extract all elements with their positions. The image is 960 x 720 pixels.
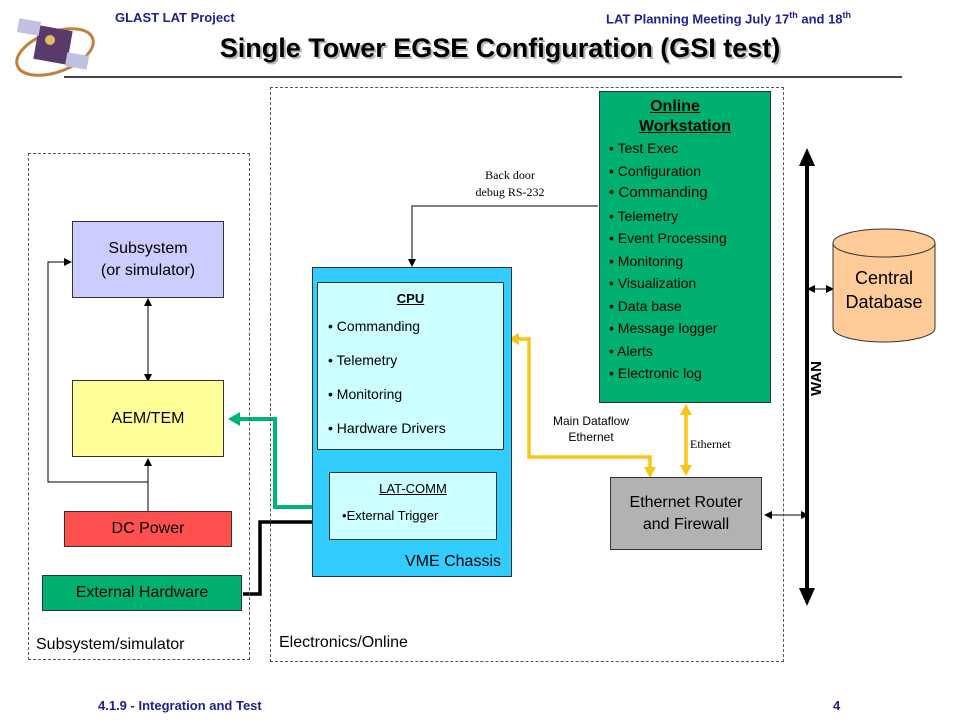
latcomm-item: •External Trigger bbox=[342, 508, 439, 523]
workstation-item: Message logger bbox=[609, 317, 770, 340]
workstation-item: Data base bbox=[609, 295, 770, 318]
meeting-header: LAT Planning Meeting July 17th and 18th bbox=[606, 10, 851, 26]
page-title: Single Tower EGSE Configuration (GSI tes… bbox=[219, 33, 781, 63]
cpu-item: Telemetry bbox=[328, 352, 503, 386]
latcomm-box: LAT-COMM •External Trigger bbox=[329, 472, 497, 540]
workstation-item: Test Exec bbox=[609, 137, 770, 160]
electronics-region-label: Electronics/Online bbox=[279, 634, 408, 651]
subsystem-box-line1: Subsystem bbox=[108, 239, 188, 257]
latcomm-title: LAT-COMM bbox=[379, 481, 447, 496]
cpu-box: CPU Commanding Telemetry Monitoring Hard… bbox=[317, 282, 504, 450]
wan-bus bbox=[799, 148, 815, 606]
aem-subsystem-loop bbox=[47, 258, 148, 483]
dc-power-aem-link bbox=[144, 458, 152, 511]
cpu-item: Hardware Drivers bbox=[328, 420, 503, 454]
cpu-list: Commanding Telemetry Monitoring Hardware… bbox=[328, 318, 503, 454]
latcomm-item-label: External Trigger bbox=[346, 508, 439, 523]
backdoor-label: Back door debug RS-232 bbox=[450, 167, 570, 201]
meeting-header-text: LAT Planning Meeting July 17 bbox=[606, 11, 790, 27]
backdoor-line2: debug RS-232 bbox=[475, 185, 545, 199]
dc-power-label: DC Power bbox=[111, 520, 185, 537]
subsystem-region bbox=[28, 153, 250, 660]
workstation-item: Visualization bbox=[609, 272, 770, 295]
workstation-title-line2: Workstation bbox=[638, 118, 732, 135]
aem-tem-box: AEM/TEM bbox=[72, 380, 224, 457]
ethernet-router-box: Ethernet Router and Firewall bbox=[610, 477, 762, 550]
glast-logo-icon bbox=[15, 18, 95, 77]
subsystem-box-line2: (or simulator) bbox=[100, 261, 196, 279]
dc-power-box: DC Power bbox=[64, 511, 232, 547]
workstation-item: Telemetry bbox=[609, 205, 770, 228]
cpu-title: CPU bbox=[396, 291, 425, 306]
wan-database-link bbox=[807, 285, 834, 293]
page-number: 4 bbox=[833, 698, 841, 713]
cpu-item: Commanding bbox=[328, 318, 503, 352]
project-header: GLAST LAT Project bbox=[115, 10, 235, 25]
title-rule bbox=[64, 76, 902, 78]
external-hardware-label: External Hardware bbox=[75, 584, 209, 601]
database-line1: Central bbox=[854, 268, 914, 288]
wan-label: WAN bbox=[808, 361, 825, 396]
footer-section: 4.1.9 - Integration and Test bbox=[98, 698, 262, 713]
central-database-shape bbox=[832, 228, 936, 343]
database-line2: Database bbox=[845, 292, 923, 312]
ethernet-label: Ethernet bbox=[690, 437, 731, 451]
ethernet-yellow-link bbox=[680, 404, 692, 476]
router-line1: Ethernet Router bbox=[629, 493, 743, 511]
backdoor-rs232-link bbox=[408, 205, 598, 267]
workstation-list: Test Exec Configuration Commanding Telem… bbox=[609, 137, 770, 385]
aem-tem-label: AEM/TEM bbox=[111, 409, 185, 427]
central-database-label: Central Database bbox=[833, 266, 935, 314]
online-workstation-box: Online Workstation Test Exec Configurati… bbox=[599, 91, 771, 403]
backdoor-line1: Back door bbox=[485, 168, 535, 182]
workstation-item: Event Processing bbox=[609, 227, 770, 250]
electronics-region bbox=[270, 87, 784, 662]
workstation-item: Alerts bbox=[609, 340, 770, 363]
subsystem-aem-link bbox=[144, 298, 152, 382]
main-dataflow-line2: Ethernet bbox=[568, 430, 614, 444]
main-dataflow-label: Main Dataflow Ethernet bbox=[532, 413, 650, 445]
meeting-header-mid: and 18 bbox=[797, 11, 843, 27]
router-line2: and Firewall bbox=[642, 515, 730, 533]
external-hardware-box: External Hardware bbox=[42, 575, 242, 611]
workstation-item: Commanding bbox=[609, 182, 770, 205]
workstation-item: Monitoring bbox=[609, 250, 770, 273]
workstation-item: Electronic log bbox=[609, 362, 770, 385]
workstation-item: Configuration bbox=[609, 160, 770, 183]
main-dataflow-yellow-link bbox=[508, 333, 656, 478]
workstation-title-line1: Online bbox=[650, 98, 700, 115]
cpu-item: Monitoring bbox=[328, 386, 503, 420]
meeting-header-sup2: th bbox=[842, 10, 852, 20]
vme-chassis-label: VME Chassis bbox=[404, 553, 501, 570]
subsystem-box: Subsystem (or simulator) bbox=[72, 221, 224, 298]
subsystem-region-label: Subsystem/simulator bbox=[36, 636, 185, 653]
meeting-header-sup1: th bbox=[789, 10, 798, 20]
main-dataflow-line1: Main Dataflow bbox=[552, 414, 630, 428]
